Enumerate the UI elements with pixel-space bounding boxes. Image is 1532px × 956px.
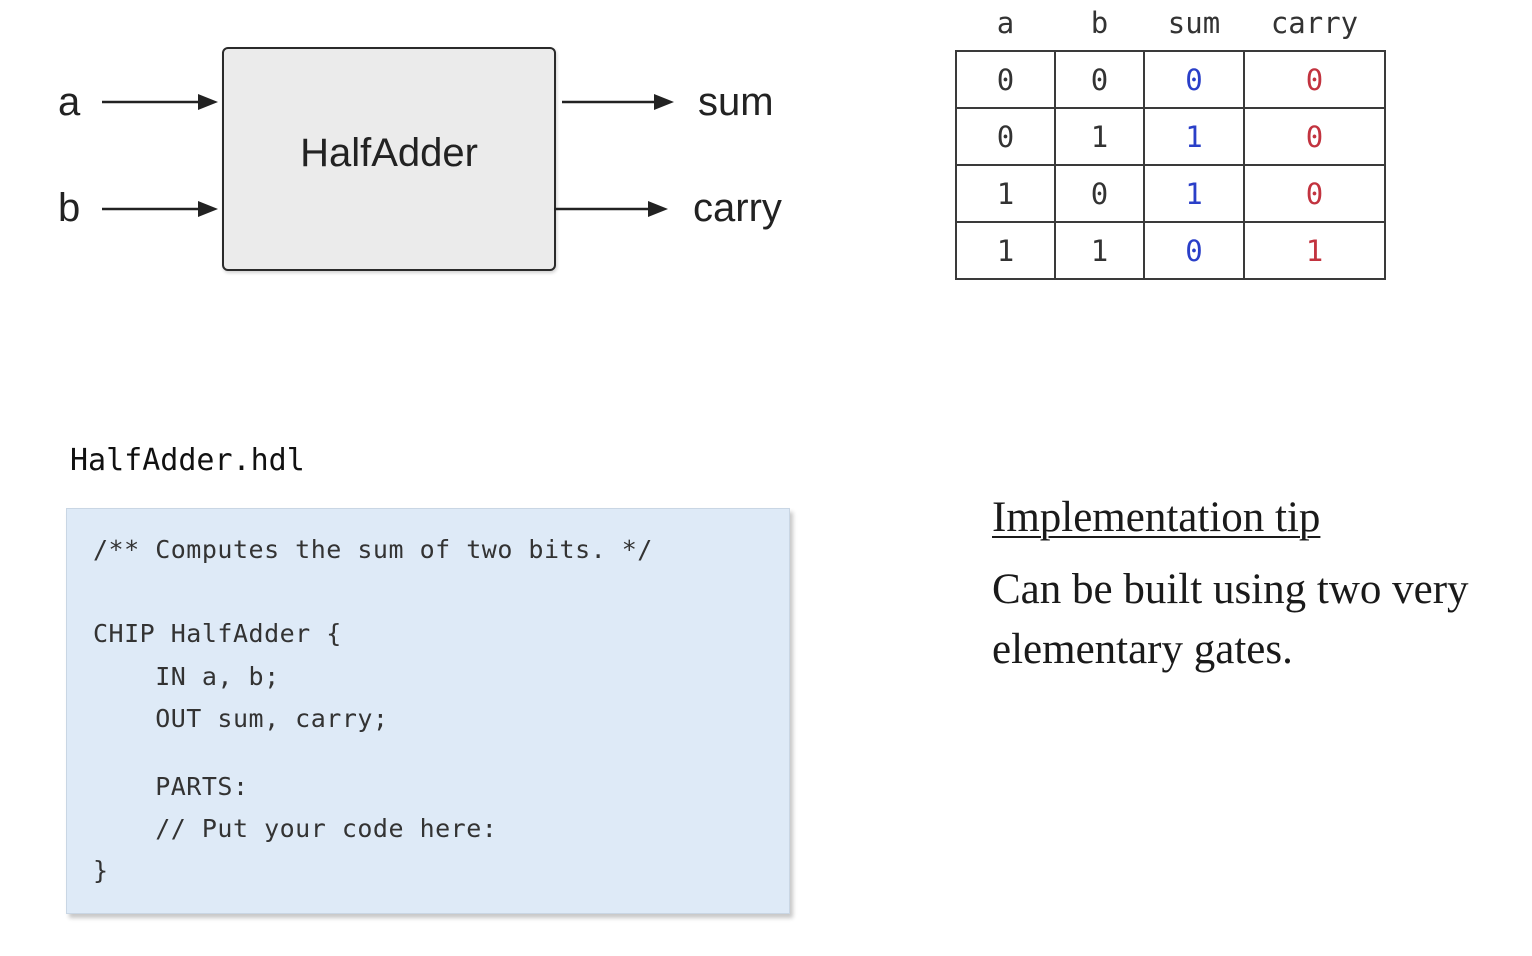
header-sum: sum — [1167, 6, 1221, 40]
cell-carry: 0 — [1243, 107, 1386, 166]
tip-body-line-1: Can be built using two very — [992, 566, 1469, 613]
output-arrow-sum — [562, 94, 674, 110]
code-out-line: OUT sum, carry; — [93, 704, 389, 733]
input-label-a: a — [58, 80, 81, 124]
header-a: a — [996, 6, 1015, 40]
cell-b: 1 — [1054, 107, 1145, 166]
code-placeholder-comment-line: // Put your code here: — [93, 814, 498, 843]
hdl-code-block: /** Computes the sum of two bits. */ CHI… — [66, 508, 790, 914]
code-closing-brace-line: } — [93, 856, 109, 885]
input-arrow-a — [102, 94, 218, 110]
input-label-b: b — [58, 186, 81, 230]
cell-b: 0 — [1054, 50, 1145, 109]
table-row: 1 1 0 1 — [955, 221, 1386, 280]
table-row: 0 1 1 0 — [955, 107, 1386, 166]
output-label-carry: carry — [693, 186, 782, 230]
cell-sum: 0 — [1143, 221, 1245, 280]
cell-a: 1 — [955, 164, 1056, 223]
cell-carry: 0 — [1243, 50, 1386, 109]
cell-sum: 1 — [1143, 107, 1245, 166]
code-comment-line: /** Computes the sum of two bits. */ — [93, 535, 653, 564]
tip-body-line-2: elementary gates. — [992, 626, 1293, 673]
table-row: 0 0 0 0 — [955, 50, 1386, 109]
hdl-file-name: HalfAdder.hdl — [70, 443, 305, 478]
input-arrow-b — [102, 201, 218, 217]
chip-name: HalfAdder — [300, 131, 478, 175]
output-arrow-carry — [554, 201, 668, 217]
cell-a: 0 — [955, 107, 1056, 166]
cell-carry: 1 — [1243, 221, 1386, 280]
cell-a: 1 — [955, 221, 1056, 280]
code-in-line: IN a, b; — [93, 662, 280, 691]
cell-b: 1 — [1054, 221, 1145, 280]
tip-heading: Implementation tip — [992, 494, 1321, 541]
code-parts-line: PARTS: — [93, 772, 249, 801]
header-carry: carry — [1270, 6, 1359, 40]
table-row: 1 0 1 0 — [955, 164, 1386, 223]
output-label-sum: sum — [698, 80, 774, 124]
truth-table-header-row: a b sum carry — [956, 6, 1385, 51]
truth-table: a b sum carry 0 0 0 0 0 1 1 0 1 0 1 0 1 … — [955, 6, 1386, 280]
cell-sum: 0 — [1143, 50, 1245, 109]
cell-a: 0 — [955, 50, 1056, 109]
cell-sum: 1 — [1143, 164, 1245, 223]
code-chip-line: CHIP HalfAdder { — [93, 619, 342, 648]
chip-box: HalfAdder — [222, 47, 556, 271]
half-adder-diagram: a b HalfAdder sum carry — [0, 0, 820, 300]
cell-carry: 0 — [1243, 164, 1386, 223]
header-b: b — [1090, 6, 1109, 40]
cell-b: 0 — [1054, 164, 1145, 223]
